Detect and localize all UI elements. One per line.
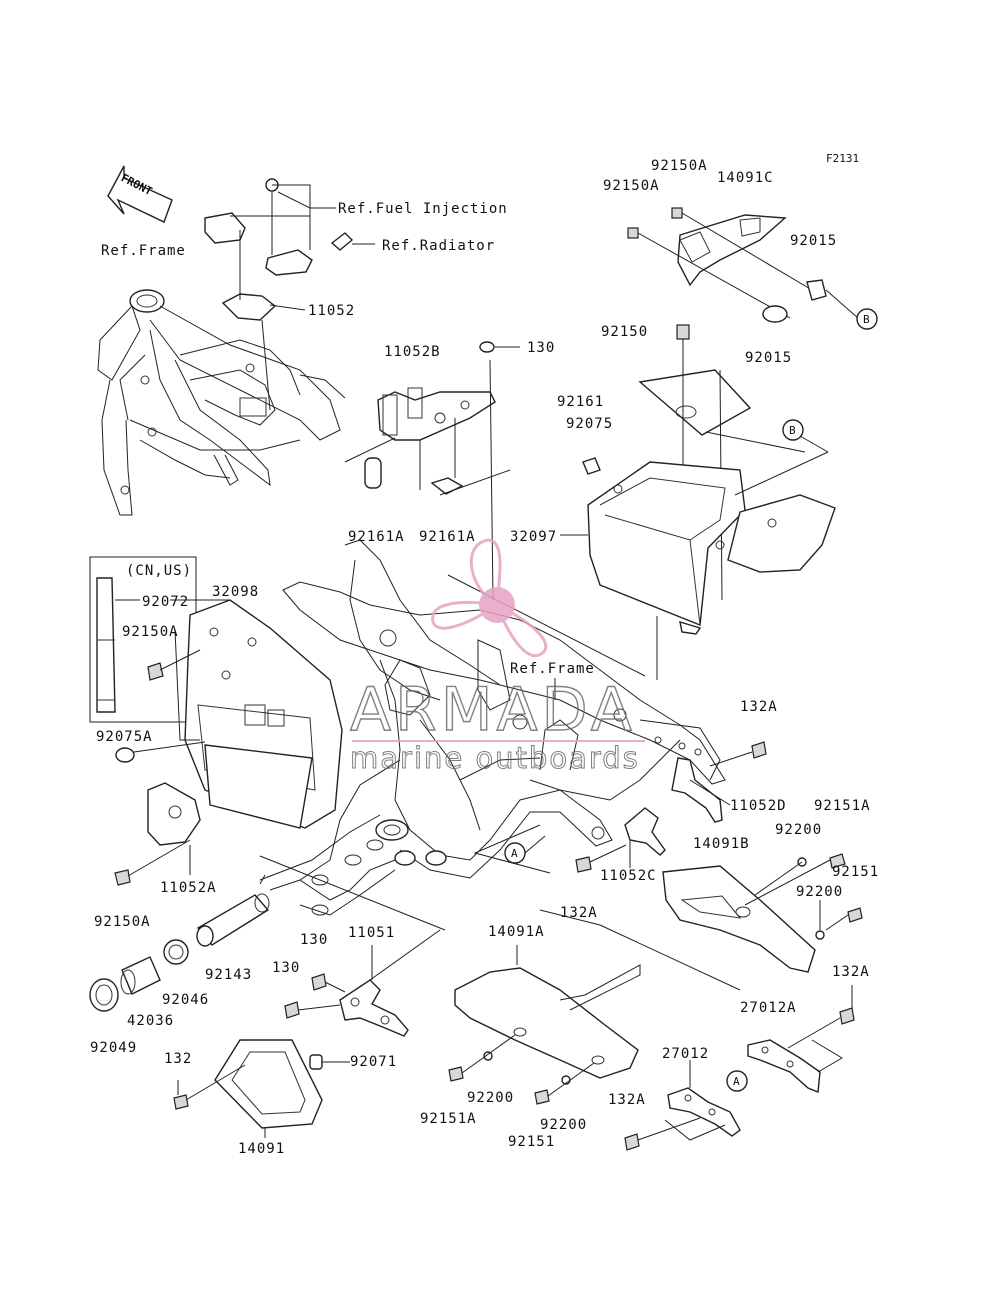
label-132: 132 [164, 1051, 192, 1067]
label-27012a: 27012A [740, 1000, 797, 1016]
front-arrow-icon: FRONT [107, 165, 173, 223]
battery-case-32097 [560, 324, 836, 635]
label-11052b: 11052B [384, 344, 441, 360]
leader-132a-2 [539, 909, 741, 991]
label-14091c: 14091C [717, 170, 774, 186]
label-92075a: 92075A [96, 729, 153, 745]
label-132a-4: 132A [608, 1092, 646, 1108]
label-27012: 27012 [662, 1046, 709, 1062]
bracket-11052c [575, 807, 666, 873]
label-132a-2: 132A [560, 905, 598, 921]
callout-a-leaders [473, 824, 551, 874]
ref-frame-mid: Ref.Frame [510, 661, 595, 677]
label-92161a-2: 92161A [419, 529, 476, 545]
label-92151-2: 92151 [508, 1134, 555, 1150]
callout-a1: A [511, 847, 518, 860]
label-92046: 92046 [162, 992, 209, 1008]
watermark-brand: ARMADA [350, 675, 636, 745]
bracket-11052d [671, 741, 767, 823]
ref-radiator: Ref.Radiator [382, 238, 495, 254]
callout-a-mid: A [504, 842, 526, 864]
label-92200-4: 92200 [540, 1117, 587, 1133]
label-92150a-2: 92150A [603, 178, 660, 194]
label-32097: 32097 [510, 529, 557, 545]
bracket-11052b [344, 341, 520, 601]
label-132a-3: 132A [832, 964, 870, 980]
main-frame-drawing [259, 539, 726, 981]
cover-14091 [173, 1039, 350, 1138]
label-92015-2: 92015 [745, 350, 792, 366]
ref-frame-top: Ref.Frame [101, 243, 186, 259]
label-11052c: 11052C [600, 868, 657, 884]
bracket-27012 [624, 1060, 741, 1151]
label-92161: 92161 [557, 394, 604, 410]
label-11052: 11052 [308, 303, 355, 319]
label-42036: 42036 [127, 1013, 174, 1029]
label-92200-3: 92200 [467, 1090, 514, 1106]
bushing-stack [89, 893, 270, 1012]
label-11052d: 11052D [730, 798, 787, 814]
diagram-code: F2131 [826, 152, 859, 165]
label-92015-1: 92015 [790, 233, 837, 249]
label-14091: 14091 [238, 1141, 285, 1157]
label-92151-1: 92151 [832, 864, 879, 880]
bracket-11051 [284, 945, 409, 1037]
label-14091a: 14091A [488, 924, 545, 940]
bracket-27012a [747, 985, 855, 1093]
callout-a2: A [733, 1075, 740, 1088]
cover-14091c [627, 207, 859, 323]
callout-b-top: B [856, 308, 878, 330]
watermark-tagline: marine outboards [350, 741, 640, 775]
air-box-32098 [115, 599, 343, 829]
cover-14091b [662, 853, 863, 973]
fuel-injection-sensors [204, 178, 375, 411]
label-92150a-3: 92150A [122, 624, 179, 640]
ref-fuel-injection: Ref.Fuel Injection [338, 201, 508, 217]
callout-b2: B [789, 424, 796, 437]
label-92151a-2: 92151A [420, 1111, 477, 1127]
callout-b-mid: B [782, 419, 804, 441]
bracket-11052a [114, 782, 201, 886]
variant-note: (CN,US) [126, 563, 192, 579]
watermark: ARMADA marine outboards [349, 538, 645, 776]
label-92150a-1: 92150A [651, 158, 708, 174]
label-92143: 92143 [205, 967, 252, 983]
label-92072: 92072 [142, 594, 189, 610]
label-92200-2: 92200 [796, 884, 843, 900]
label-92049: 92049 [90, 1040, 137, 1056]
label-130-a: 130 [300, 932, 328, 948]
label-11051: 11051 [348, 925, 395, 941]
label-92161a-1: 92161A [348, 529, 405, 545]
cover-14091a [448, 945, 641, 1105]
upper-frame-drawing [97, 289, 346, 516]
variant-box [89, 556, 197, 723]
label-132a-1: 132A [740, 699, 778, 715]
label-11052a: 11052A [160, 880, 217, 896]
label-92150: 92150 [601, 324, 648, 340]
callout-b1: B [863, 313, 870, 326]
label-92200-1: 92200 [775, 822, 822, 838]
label-130-top: 130 [527, 340, 555, 356]
label-92075: 92075 [566, 416, 613, 432]
propeller-logo-icon [431, 538, 548, 658]
label-14091b: 14091B [693, 836, 750, 852]
label-92151a-1: 92151A [814, 798, 871, 814]
callout-a-bottom: A [726, 1070, 748, 1092]
label-92150a-4: 92150A [94, 914, 151, 930]
label-92071: 92071 [350, 1054, 397, 1070]
label-32098: 32098 [212, 584, 259, 600]
label-130-b: 130 [272, 960, 300, 976]
